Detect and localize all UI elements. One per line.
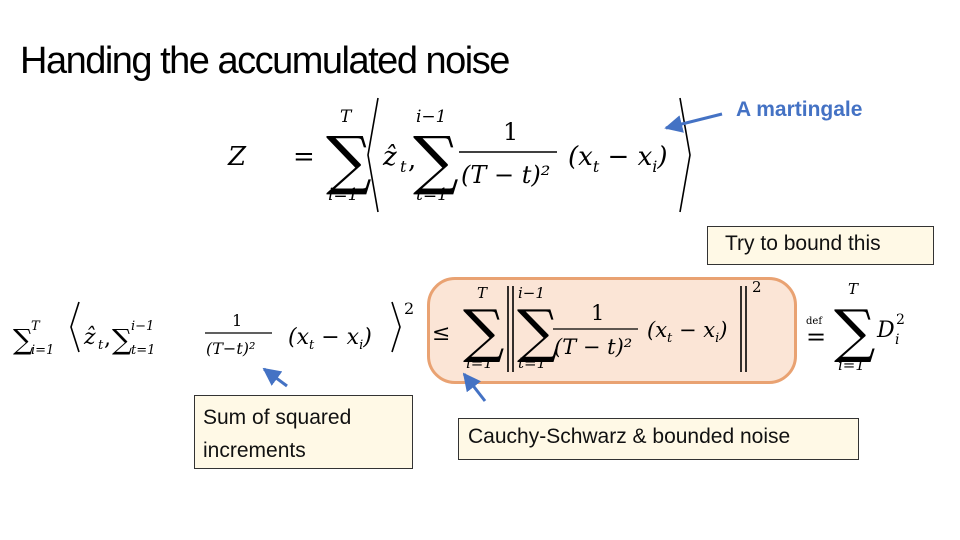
eq2-final-sum-upper: T [848,280,859,298]
eq1-outer-sum-lower: i=1 [328,185,359,205]
eq2-right-angle [391,301,401,353]
eq2-lhs-exponent: 2 [404,299,414,318]
eq2-lhs-frac-den: (T−t)² [206,339,255,358]
eq2-lhs-frac-num: 1 [232,311,242,330]
try-bound-box: Try to bound this [707,226,934,265]
eq1-zhat-sub: t [400,157,407,176]
eq2-rhs-sum-lower: i=1 [466,354,493,372]
eq2-lhs-inner-upper: i−1 [131,319,154,334]
eq2-inner-sigma: ∑ [112,323,132,356]
sum-squared-arrow [262,367,288,388]
cauchy-schwarz-box: Cauchy-Schwarz & bounded noise [458,418,859,460]
eq1-left-angle [367,97,379,213]
eq1-outer-sum-upper: T [340,107,353,127]
martingale-label: A martingale [736,98,863,121]
sum-squared-line2: increments [203,439,306,462]
eq1-lhs: Z [227,142,247,172]
eq1-inner-sum-lower: t=1 [416,185,448,205]
eq1-equals: = [293,142,315,172]
eq2-leq: ≤ [432,321,450,346]
eq2-final-D: D [876,318,895,343]
eq1-inner-sum-upper: i−1 [416,107,447,127]
eq1-comma: , [408,145,416,175]
cauchy-arrow [462,372,487,402]
eq1-term: (xt − xi) [568,142,668,176]
eq2-left-angle [70,301,80,353]
martingale-arrow [664,112,723,133]
highlight-region [427,277,797,384]
eq2-zhat-sub: t [98,338,104,353]
eq2-rhs-num: 1 [591,301,604,325]
eq1-inner-sigma: ∑ [413,124,459,198]
eq2-def-eq: = [806,323,826,351]
eq2-lhs-sigma: ∑ [13,323,33,356]
eq2-rhs-den: (T − t)² [554,335,632,359]
eq1-numerator: 1 [503,118,518,146]
eq2-lhs-sum-upper: T [31,319,41,334]
eq2-def-label: def [806,316,823,327]
eq2-lhs-inner-lower: t=1 [131,343,155,358]
eq2-rhs-term: (xt − xi) [647,318,727,346]
eq1-outer-sigma: ∑ [326,124,372,198]
slide-title: Handing the accumulated noise [20,40,510,82]
eq1-right-angle [679,97,691,213]
eq2-final-D-sub: i [895,332,899,348]
eq2-rhs-inner-upper: i−1 [518,284,545,302]
sum-squared-box: Sum of squared increments [194,395,413,469]
eq2-lhs-term: (xt − xi) [288,325,372,353]
eq2-rhs-exponent: 2 [752,278,762,296]
eq2-rhs-sum-upper: T [477,284,488,302]
eq2-final-sum-lower: i=1 [838,356,865,374]
eq1-denominator: (T − t)² [461,161,550,189]
eq2-final-D-sup: 2 [896,312,905,328]
eq2-zhat: ẑ [83,325,96,350]
eq2-rhs-inner-sigma: ∑ [517,297,558,365]
eq2-lhs-sum-lower: i=1 [31,343,54,358]
eq1-zhat: ẑ [382,142,397,172]
sum-squared-line1: Sum of squared [203,406,352,429]
eq2-rhs-inner-lower: t=1 [518,354,546,372]
eq2-rhs-sigma: ∑ [463,297,504,365]
eq2-comma: , [104,326,111,351]
eq2-final-sigma: ∑ [834,297,875,365]
